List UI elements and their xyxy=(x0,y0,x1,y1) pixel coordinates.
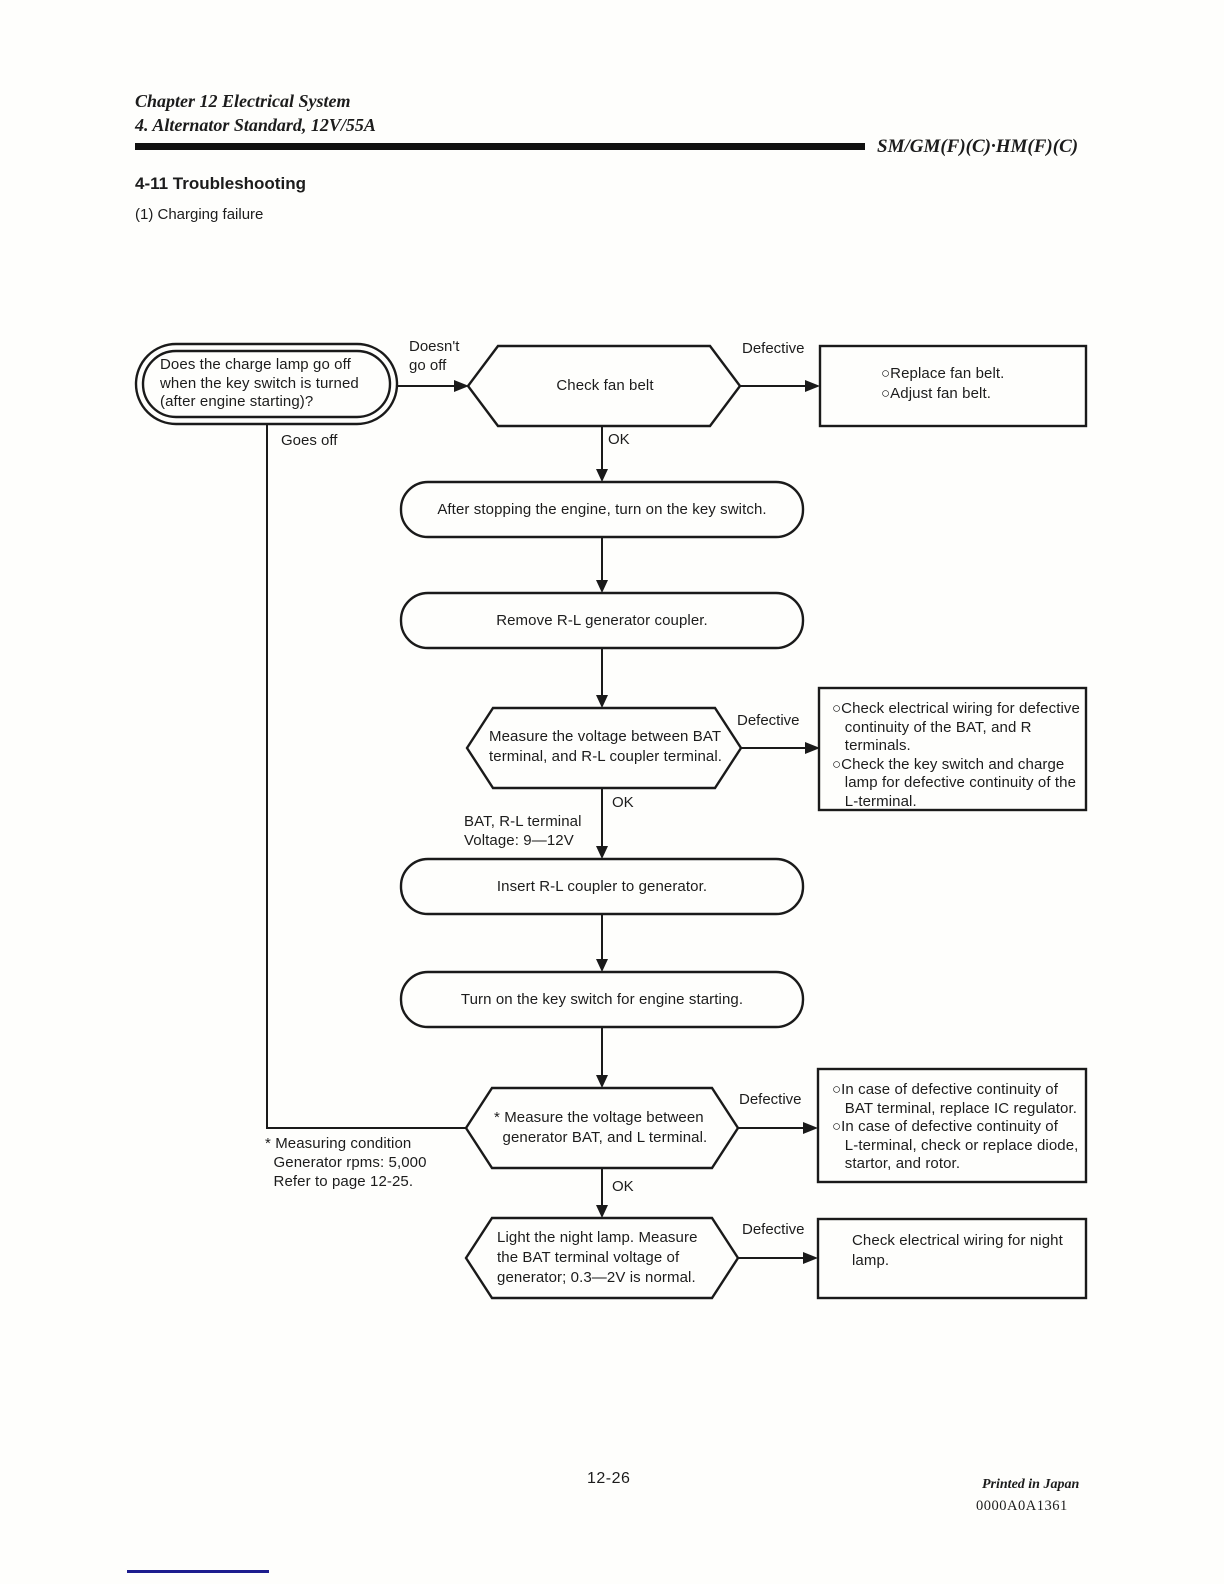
ok-label-3: OK xyxy=(612,1178,634,1195)
start-question-text: Does the charge lamp go off when the key… xyxy=(160,356,359,410)
process-turn-key xyxy=(399,970,805,1029)
branch-label-goes-off: Goes off xyxy=(281,432,338,449)
defective-label-3: Defective xyxy=(739,1091,802,1108)
arrowhead xyxy=(596,580,608,593)
arrowhead xyxy=(596,959,608,972)
remedy-box-regulator xyxy=(816,1067,1088,1184)
decision-measure-bat-rl-text: Measure the voltage between BAT terminal… xyxy=(489,728,723,765)
note-bat-voltage: BAT, R-L terminal Voltage: 9—12V xyxy=(464,813,582,849)
doc-code: 0000A0A1361 xyxy=(976,1498,1068,1514)
process-remove-coupler-text: Remove R-L generator coupler. xyxy=(496,611,708,629)
chapter-title: Chapter 12 Electrical System xyxy=(135,91,351,111)
process-insert-coupler xyxy=(399,857,805,916)
process-turn-key-text: Turn on the key switch for engine starti… xyxy=(460,990,744,1008)
process-stop-engine xyxy=(399,480,805,539)
printed-in-label: Printed in Japan xyxy=(982,1477,1080,1492)
remedy-fan-belt-text: ○Replace fan belt. ○Adjust fan belt. xyxy=(881,365,1005,402)
defective-label-4: Defective xyxy=(742,1221,805,1238)
decision-night-lamp xyxy=(464,1216,740,1300)
arrowhead xyxy=(805,380,820,392)
process-stop-engine-text: After stopping the engine, turn on the k… xyxy=(437,500,767,518)
remedy-regulator-text: ○In case of defective continuity of BAT … xyxy=(832,1081,1079,1172)
decision-measure-gen-bat xyxy=(464,1086,740,1170)
arrowhead xyxy=(596,1205,608,1218)
ok-label-1: OK xyxy=(608,431,630,448)
arrowhead xyxy=(596,695,608,708)
subsection-heading: (1) Charging failure xyxy=(135,206,264,223)
process-remove-coupler xyxy=(399,591,805,650)
remedy-wiring-text: ○Check electrical wiring for defective c… xyxy=(832,700,1080,810)
section-heading: 4-11 Troubleshooting xyxy=(135,174,306,193)
model-code: SM/GM(F)(C)·HM(F)(C) xyxy=(877,136,1079,157)
decision-check-fan-belt-text: Check fan belt xyxy=(556,377,654,394)
remedy-box-wiring xyxy=(817,686,1088,812)
defective-label-1: Defective xyxy=(742,340,805,357)
arrowhead xyxy=(803,1122,818,1134)
decision-night-lamp-text: Light the night lamp. Measure the BAT te… xyxy=(497,1229,698,1286)
arrowhead xyxy=(454,380,469,392)
decision-check-fan-belt xyxy=(466,344,742,428)
remedy-night-lamp-text: Check electrical wiring for night lamp. xyxy=(852,1232,1063,1269)
blue-footer-mark xyxy=(127,1570,269,1573)
remedy-box-fan-belt xyxy=(818,344,1088,428)
remedy-box-night-lamp xyxy=(816,1217,1088,1300)
defective-label-2: Defective xyxy=(737,712,800,729)
arrowhead xyxy=(803,1252,818,1264)
start-node-inner xyxy=(141,349,392,419)
header-rule xyxy=(135,143,865,150)
process-insert-coupler-text: Insert R-L coupler to generator. xyxy=(496,877,708,895)
branch-label-doesnt-go-off: Doesn't go off xyxy=(409,338,460,374)
arrowhead xyxy=(805,742,820,754)
decision-measure-bat-rl xyxy=(465,706,743,790)
section-subtitle: 4. Alternator Standard, 12V/55A xyxy=(135,115,376,135)
start-node-outer xyxy=(134,342,399,426)
arrowhead xyxy=(596,846,608,859)
note-measuring-condition: * Measuring condition Generator rpms: 5,… xyxy=(265,1135,427,1190)
page-number: 12-26 xyxy=(587,1470,631,1487)
decision-measure-gen-bat-text: * Measure the voltage between generator … xyxy=(494,1109,708,1146)
arrowhead xyxy=(596,1075,608,1088)
goes-off-connector xyxy=(266,424,466,1129)
arrowhead xyxy=(596,469,608,482)
ok-label-2: OK xyxy=(612,794,634,811)
